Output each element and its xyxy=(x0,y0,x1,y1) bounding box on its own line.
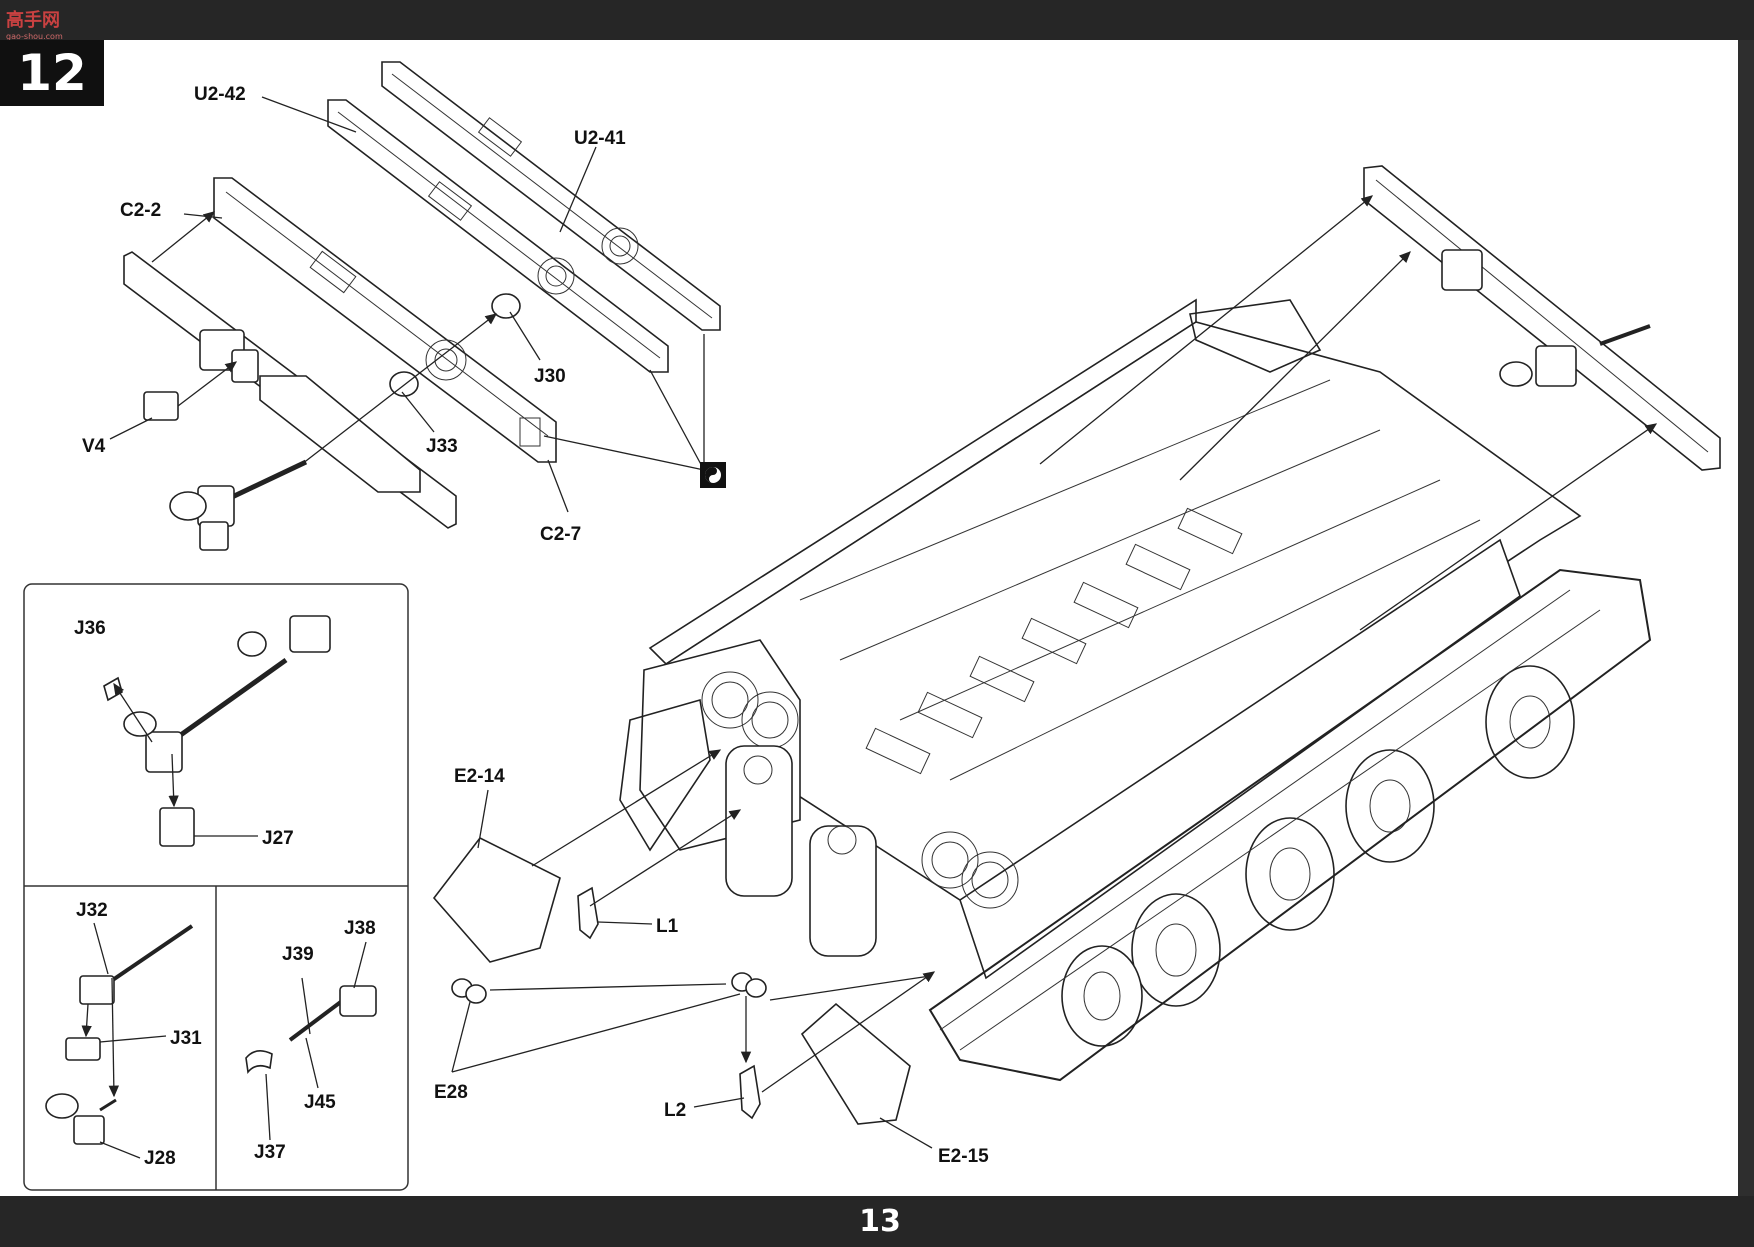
label-j36: J36 xyxy=(74,618,106,639)
part-e2-14 xyxy=(432,836,561,963)
rear-shaft-assembly xyxy=(169,459,308,551)
label-c2-7: C2-7 xyxy=(540,524,581,545)
label-c2-2: C2-2 xyxy=(120,200,161,221)
part-j28 xyxy=(73,1115,105,1145)
part-l1 xyxy=(577,886,599,940)
label-u2-41: U2-41 xyxy=(574,128,626,149)
inset-top-assembly xyxy=(103,615,331,847)
watermark-logo: 高手网 gao-shou.com xyxy=(6,6,63,41)
label-j33: J33 xyxy=(426,436,458,457)
rear-plate-u2-41 xyxy=(381,61,721,331)
label-j31: J31 xyxy=(170,1028,202,1049)
label-l2: L2 xyxy=(664,1100,686,1121)
label-j38: J38 xyxy=(344,918,376,939)
label-j39: J39 xyxy=(282,944,314,965)
part-j31 xyxy=(65,1037,101,1061)
label-u2-42: U2-42 xyxy=(194,84,246,105)
label-j28: J28 xyxy=(144,1148,176,1169)
part-j38 xyxy=(339,985,377,1017)
label-e2-15: E2-15 xyxy=(938,1146,989,1167)
part-j36 xyxy=(103,676,123,702)
top-band xyxy=(0,0,1754,40)
label-l1: L1 xyxy=(656,916,679,937)
part-e28-right xyxy=(731,972,767,998)
label-j32: J32 xyxy=(76,900,108,921)
glue-icon xyxy=(700,462,726,488)
label-e2-14: E2-14 xyxy=(454,766,505,787)
label-e28: E28 xyxy=(434,1082,468,1103)
label-j30: J30 xyxy=(534,366,566,387)
inset-bottom-left-assembly xyxy=(45,924,194,1145)
bracket-assembly xyxy=(199,329,259,383)
part-e28-left xyxy=(451,978,487,1004)
label-j45: J45 xyxy=(304,1092,336,1113)
watermark-subtitle: gao-shou.com xyxy=(6,32,63,41)
page-number: 13 xyxy=(859,1204,901,1239)
page-edge xyxy=(1738,40,1754,1196)
part-j30 xyxy=(491,293,521,319)
road-wheels xyxy=(1061,665,1575,1047)
inset-bottom-right-assembly xyxy=(245,985,377,1074)
part-l2 xyxy=(739,1064,761,1120)
tank-hull xyxy=(639,165,1721,980)
part-j27 xyxy=(159,807,195,847)
bottom-band xyxy=(0,1196,1754,1247)
part-j37 xyxy=(245,1050,273,1074)
label-v4: V4 xyxy=(82,436,106,457)
part-v4 xyxy=(143,391,179,421)
part-e2-15 xyxy=(800,1002,911,1125)
label-j37: J37 xyxy=(254,1142,286,1163)
rear-plate-u2-42 xyxy=(327,99,669,373)
watermark-title: 高手网 xyxy=(6,10,60,31)
step-number: 12 xyxy=(0,40,104,106)
tracks xyxy=(619,299,1652,1082)
label-j27: J27 xyxy=(262,828,294,849)
